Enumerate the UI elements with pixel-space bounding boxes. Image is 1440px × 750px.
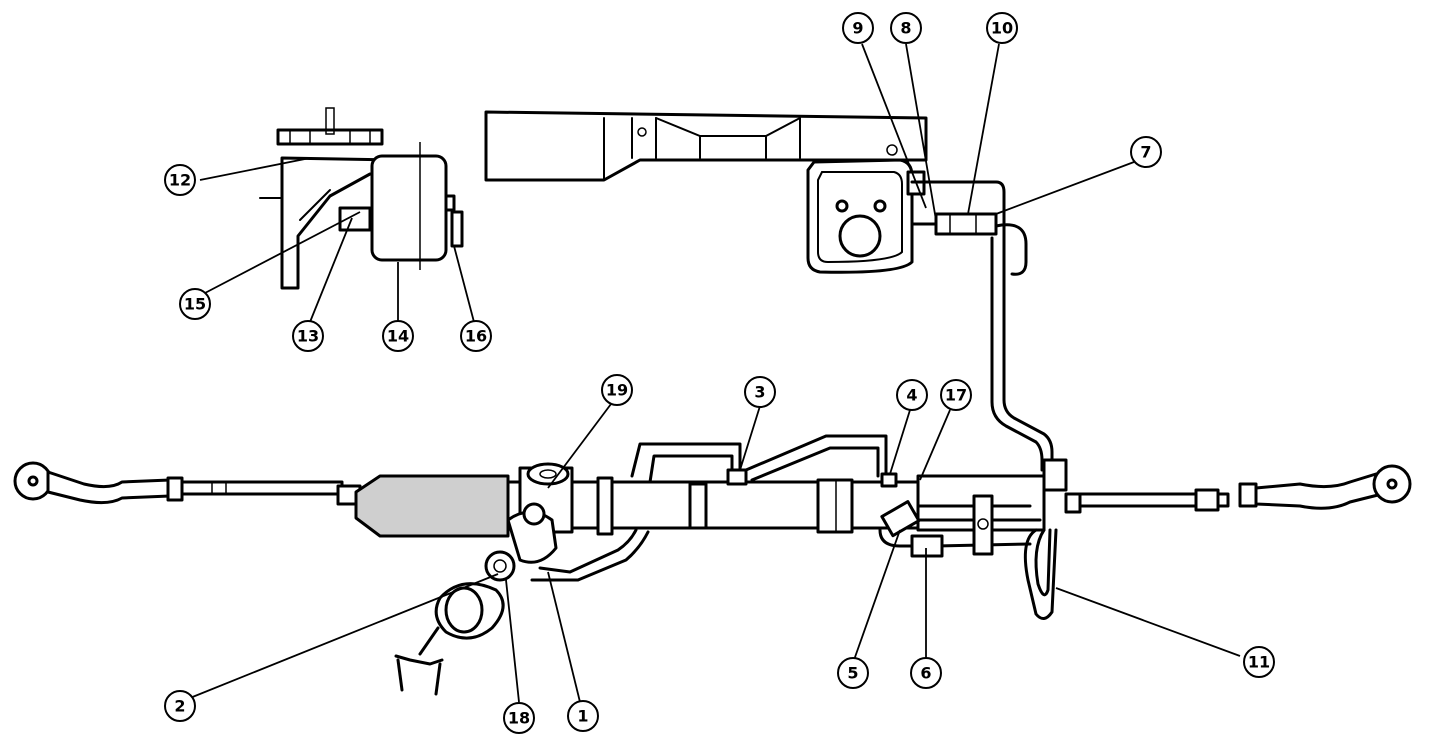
fitting-5 — [880, 500, 921, 538]
mount-stud — [325, 107, 335, 135]
right-tie-rod — [1078, 492, 1230, 508]
crossmember — [484, 110, 928, 274]
callout-10-label: 10 — [991, 19, 1013, 38]
feed-line — [878, 528, 1032, 548]
shaft-bushing — [484, 550, 516, 582]
callout-8: 8 — [890, 12, 922, 44]
left-tie-rod-end — [46, 470, 172, 505]
reservoir-clamp — [338, 206, 372, 232]
left-rack-boot — [354, 474, 510, 538]
callout-7-label: 7 — [1140, 143, 1151, 162]
return-line-upper — [990, 236, 1044, 472]
crossmember-beam — [484, 110, 928, 182]
return-loop — [1023, 528, 1058, 620]
callout-13-label: 13 — [297, 327, 319, 346]
callout-2-label: 2 — [174, 697, 185, 716]
callout-16: 16 — [460, 320, 492, 352]
callout-9-label: 9 — [852, 19, 863, 38]
callout-4-label: 4 — [906, 386, 917, 405]
right-tie-rod-end — [1254, 472, 1384, 510]
callout-14-label: 14 — [387, 327, 409, 346]
return-hose-pinion — [538, 528, 638, 574]
callout-17-label: 17 — [945, 386, 967, 405]
callout-12-label: 12 — [169, 171, 191, 190]
callout-8-label: 8 — [900, 19, 911, 38]
reservoir-tank — [370, 154, 448, 262]
callout-16-label: 16 — [465, 327, 487, 346]
callout-15: 15 — [179, 288, 211, 320]
cylinder-line-a — [630, 442, 742, 478]
callout-19-label: 19 — [606, 381, 628, 400]
pressure-line-upper — [910, 180, 1054, 472]
reservoir-assembly — [259, 107, 464, 290]
fluid-lines — [910, 180, 1054, 472]
valve-union — [1042, 458, 1068, 492]
callout-11: 11 — [1243, 646, 1275, 678]
callout-10: 10 — [986, 12, 1018, 44]
mount-plate — [276, 128, 384, 146]
steering-fork — [394, 654, 444, 666]
callout-19: 19 — [601, 374, 633, 406]
callout-1: 1 — [567, 700, 599, 732]
mounting-hole — [838, 214, 882, 258]
callout-3-label: 3 — [754, 383, 765, 402]
reservoir-outlet — [450, 210, 464, 248]
callout-6: 6 — [910, 657, 942, 689]
callout-15-label: 15 — [184, 295, 206, 314]
callout-18: 18 — [503, 702, 535, 734]
callout-5: 5 — [837, 657, 869, 689]
callout-2: 2 — [164, 690, 196, 722]
callout-13: 13 — [292, 320, 324, 352]
callout-5-label: 5 — [847, 664, 858, 683]
callout-4: 4 — [896, 379, 928, 411]
callout-18-label: 18 — [508, 709, 530, 728]
leader-lines — [189, 43, 1241, 703]
callout-7: 7 — [1130, 136, 1162, 168]
callout-1-label: 1 — [577, 707, 588, 726]
fitting-6 — [910, 534, 944, 558]
callout-9: 9 — [842, 12, 874, 44]
callout-12: 12 — [164, 164, 196, 196]
cylinder-line-b — [744, 434, 888, 480]
left-tie-rod — [180, 480, 344, 496]
line-union — [934, 212, 998, 236]
callout-11-label: 11 — [1248, 653, 1270, 672]
callout-14: 14 — [382, 320, 414, 352]
line-clamp — [972, 494, 994, 556]
callout-17: 17 — [940, 379, 972, 411]
callout-3: 3 — [744, 376, 776, 408]
steering-rack — [13, 434, 1412, 696]
callout-6-label: 6 — [920, 664, 931, 683]
